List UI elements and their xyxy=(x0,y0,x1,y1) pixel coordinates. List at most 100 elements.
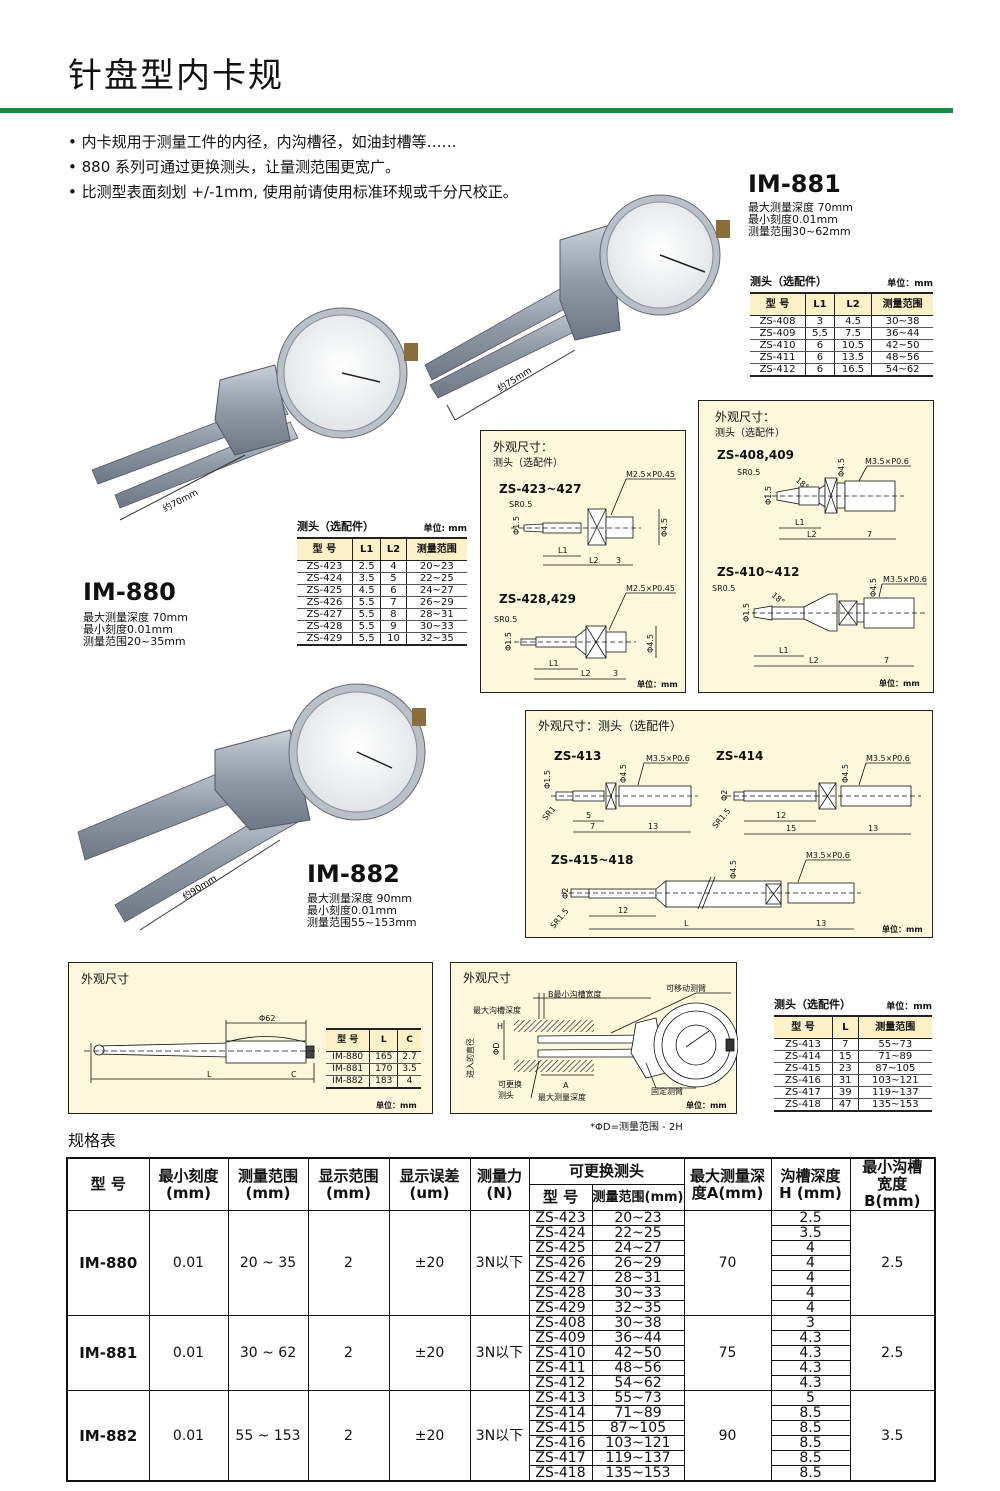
cell-depth: 75 xyxy=(683,1315,772,1391)
col-probe: 可更换测头 xyxy=(528,1157,685,1185)
table-cell: 30~38 xyxy=(871,315,933,328)
table-cell: 6 xyxy=(805,351,835,364)
replaceable-probe-label: 测头 xyxy=(498,1090,514,1100)
column-header: L2 xyxy=(380,537,407,561)
table-cell: 4.5 xyxy=(833,315,872,328)
table-cell: 7 xyxy=(380,596,407,609)
table-cell: 4 xyxy=(380,560,407,573)
table-title: 测头（选配件） xyxy=(297,520,374,533)
cell-err: ±20 xyxy=(388,1210,471,1316)
table-cell: 6 xyxy=(805,339,835,352)
cell-groove-depth: 3.5 xyxy=(770,1225,851,1241)
table-unit: 单位：mm xyxy=(887,279,933,289)
table-cell: 7 xyxy=(831,1038,859,1051)
header-unit: (mm) xyxy=(245,1183,291,1202)
table-cell: 5.5 xyxy=(351,608,381,621)
thread-label: M2.5×P0.45 xyxy=(626,470,675,479)
cell-force: 3N以下 xyxy=(469,1210,530,1316)
table-cell: 28~31 xyxy=(405,608,467,621)
table-cell: ZS-418 xyxy=(774,1098,833,1112)
diameter-label: Φ4.5 xyxy=(729,860,738,879)
spec-line: 最小刻度0.01mm xyxy=(307,904,397,917)
unit-label: 单位：mm xyxy=(879,678,920,688)
cell-depth: 90 xyxy=(683,1390,772,1482)
cell-probe-model: ZS-425 xyxy=(528,1240,593,1256)
cell-width: 2.5 xyxy=(849,1315,936,1391)
table-cell: ZS-415 xyxy=(774,1062,833,1075)
spec-line: 最大测量深度 70mm xyxy=(748,201,853,214)
col-min-width: 最小沟槽宽度B(mm) xyxy=(849,1157,936,1211)
cell-probe-model: ZS-429 xyxy=(528,1300,593,1316)
table-cell: 5.5 xyxy=(805,327,835,340)
l1-label: L1 xyxy=(558,546,568,555)
table-cell: 2.7 xyxy=(397,1051,421,1064)
dim-label: 7 xyxy=(884,656,889,665)
cell-groove-depth: 4.3 xyxy=(770,1345,851,1361)
sr-label: SR1.5 xyxy=(711,807,733,831)
table-cell: 24~27 xyxy=(405,584,467,597)
table-cell: ZS-413 xyxy=(774,1038,833,1051)
l1-label: L1 xyxy=(549,659,559,668)
dim-label: 15 xyxy=(786,824,796,833)
a-label: A xyxy=(563,1081,569,1090)
header-unit: 度A(mm) xyxy=(691,1183,764,1202)
column-header: 测量范围 xyxy=(405,537,467,561)
diameter-label: Φ2 xyxy=(720,790,729,801)
cell-probe-range: 26~29 xyxy=(591,1255,685,1271)
sr-label: SR0.5 xyxy=(509,500,532,509)
table-cell: 5.5 xyxy=(351,620,381,633)
dim-label: 7 xyxy=(590,822,595,831)
dim-label: L xyxy=(684,919,689,928)
cell-probe-range: 54~62 xyxy=(591,1375,685,1391)
cell-probe-model: ZS-428 xyxy=(528,1285,593,1301)
table-unit: 单位: mm xyxy=(423,524,468,534)
cell-probe-range: 119~137 xyxy=(591,1450,685,1466)
im881-specs: 最大测量深度 70mm 最小刻度0.01mm 测量范围30~62mm xyxy=(748,202,853,238)
table-cell: ZS-428 xyxy=(297,620,353,633)
spec-line: 最大测量深度 70mm xyxy=(83,611,188,624)
probe-name: ZS-413 xyxy=(554,749,601,763)
diameter-label: Φ4.5 xyxy=(646,634,655,653)
l2-label: L2 xyxy=(809,656,819,665)
l2-label: L2 xyxy=(581,669,591,678)
gauge-side-diagram: 外观尺寸 Φ62 L C 单位：mm xyxy=(81,972,417,1110)
table-cell: ZS-412 xyxy=(750,363,806,377)
col-range: 测量范围(mm) xyxy=(227,1157,309,1211)
diameter-label: Φ4.5 xyxy=(837,458,846,477)
cell-groove-depth: 4 xyxy=(770,1255,851,1271)
cell-probe-model: ZS-411 xyxy=(528,1360,593,1376)
cell-groove-depth: 8.5 xyxy=(770,1435,851,1451)
page-title: 针盘型内卡规 xyxy=(68,56,284,96)
probe-diagram: 外观尺寸： 测头（选配件） ZS-423~427 M2.5×P0.45 SR0.… xyxy=(493,440,678,689)
cell-probe-range: 20~23 xyxy=(591,1210,685,1226)
cell-groove-depth: 8.5 xyxy=(770,1450,851,1466)
cell-groove-depth: 4 xyxy=(770,1240,851,1256)
column-header: 型 号 xyxy=(326,1028,370,1052)
thread-label: M3.5×P0.6 xyxy=(646,754,690,763)
title-divider xyxy=(0,108,953,113)
table-cell: 26~29 xyxy=(405,596,467,609)
diameter-label: Φ1.5 xyxy=(742,603,751,622)
cell-err: ±20 xyxy=(388,1390,471,1482)
cell-probe-model: ZS-418 xyxy=(528,1465,593,1482)
cell-model: IM-881 xyxy=(66,1315,150,1391)
header-unit: 宽度B(mm) xyxy=(864,1175,921,1210)
table-cell: 3 xyxy=(805,315,835,328)
cell-probe-model: ZS-409 xyxy=(528,1330,593,1346)
diameter-label: Φ1.5 xyxy=(504,632,513,651)
table-cell: 16.5 xyxy=(833,363,872,377)
